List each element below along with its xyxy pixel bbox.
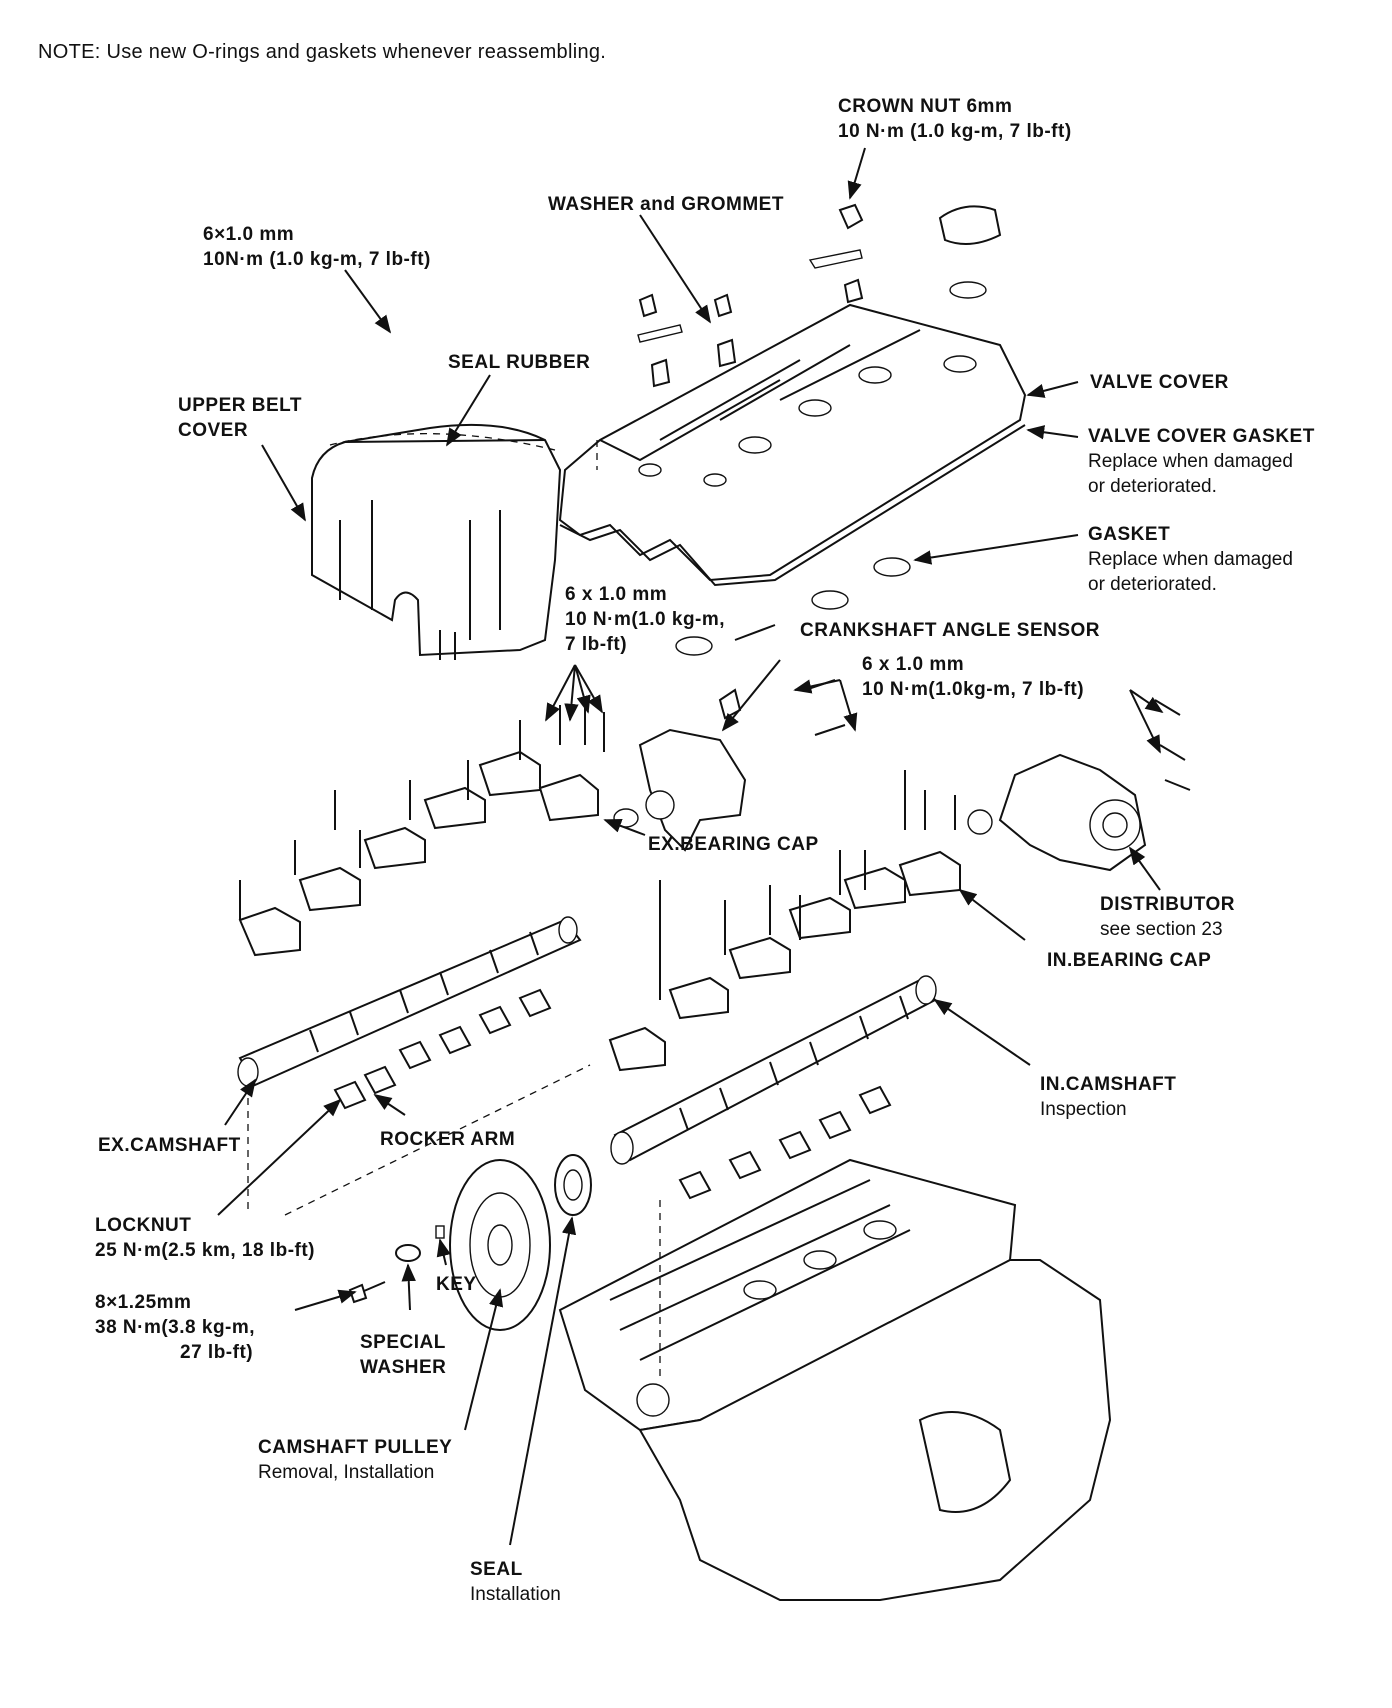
intake-camshaft-part: [610, 975, 937, 1165]
bolt-top-left-label: 6×1.0 mm 10N·m (1.0 kg-m, 7 lb-ft): [203, 222, 431, 272]
camshaft-pulley-part: [449, 1159, 551, 1331]
valve-cover-gasket-label: VALVE COVER GASKET Replace when damaged …: [1088, 424, 1315, 499]
upper-belt-cover-part: [311, 423, 562, 660]
crank-sensor-title: CRANKSHAFT ANGLE SENSOR: [800, 620, 1101, 641]
special-washer-line1: SPECIAL: [360, 1332, 446, 1353]
locknut-torque: 25 N·m(2.5 km, 18 lb-ft): [95, 1240, 315, 1261]
locknut-title: LOCKNUT: [95, 1215, 192, 1236]
key-label: KEY: [436, 1272, 477, 1297]
bearing-caps-part: [238, 750, 961, 1072]
pulley-bolt-label: 8×1.25mm 38 N·m(3.8 kg-m, 27 lb-ft): [95, 1290, 255, 1365]
upper-belt-cover-label: UPPER BELT COVER: [178, 393, 302, 443]
engine-block-part: [638, 1259, 1112, 1601]
valve-cover-part: [558, 303, 1027, 582]
crankshaft-angle-sensor-part: [638, 688, 747, 852]
crown-nut-torque: 10 N·m (1.0 kg-m, 7 lb-ft): [838, 121, 1072, 142]
gasket-label: GASKET Replace when damaged or deteriora…: [1088, 522, 1293, 597]
special-washer-part: [395, 1244, 421, 1262]
rocker-arms-part: [333, 988, 892, 1200]
distributor-note: see section 23: [1100, 919, 1223, 940]
bolt-mid-right-torque: 10 N·m(1.0kg-m, 7 lb-ft): [862, 679, 1085, 700]
in-bearing-cap-title: IN.BEARING CAP: [1047, 950, 1212, 971]
crown-nut-title: CROWN NUT 6mm: [838, 96, 1013, 117]
valve-cover-gasket-part: [559, 424, 1026, 587]
crown-nut-label: CROWN NUT 6mm 10 N·m (1.0 kg-m, 7 lb-ft): [838, 94, 1072, 144]
seal-part: [554, 1154, 592, 1216]
bearing-cap-bolts-part: [239, 624, 1191, 1000]
in-camshaft-note: Inspection: [1040, 1099, 1127, 1120]
ex-camshaft-label: EX.CAMSHAFT: [98, 1133, 241, 1158]
washer-grommet-label: WASHER and GROMMET: [548, 192, 784, 217]
seal-rubber-label: SEAL RUBBER: [448, 350, 590, 375]
bolt-mid-left-torque1: 10 N·m(1.0 kg-m,: [565, 609, 726, 630]
leader-arrows: [217, 147, 1164, 1546]
note-text: NOTE: Use new O-rings and gaskets whenev…: [38, 41, 607, 63]
pulley-bolt-size: 8×1.25mm: [95, 1292, 192, 1313]
crown-nut-washer-grommet-parts: [637, 203, 864, 388]
special-washer-line2: WASHER: [360, 1357, 447, 1378]
seal-label: SEAL Installation: [470, 1557, 561, 1607]
ex-bearing-cap-title: EX.BEARING CAP: [648, 834, 819, 855]
valve-cover-label: VALVE COVER: [1090, 370, 1229, 395]
seal-note: Installation: [470, 1584, 561, 1605]
in-bearing-cap-label: IN.BEARING CAP: [1047, 948, 1211, 973]
bolt-top-left-size: 6×1.0 mm: [203, 224, 295, 245]
camshaft-pulley-label: CAMSHAFT PULLEY Removal, Installation: [258, 1435, 452, 1485]
special-washer-label: SPECIAL WASHER: [360, 1330, 446, 1380]
rocker-arm-title: ROCKER ARM: [380, 1129, 516, 1150]
o-ring-gaskets-part: [613, 557, 993, 835]
in-camshaft-label: IN.CAMSHAFT Inspection: [1040, 1072, 1176, 1122]
bolt-mid-right-size: 6 x 1.0 mm: [862, 654, 965, 675]
bolt-mid-right-label: 6 x 1.0 mm 10 N·m(1.0kg-m, 7 lb-ft): [862, 652, 1084, 702]
valve-cover-gasket-note2: or deteriorated.: [1088, 476, 1217, 497]
upper-belt-cover-line2: COVER: [178, 420, 249, 441]
bolt-mid-left-size: 6 x 1.0 mm: [565, 584, 668, 605]
rocker-arm-label: ROCKER ARM: [380, 1127, 515, 1152]
in-camshaft-title: IN.CAMSHAFT: [1040, 1074, 1177, 1095]
distributor-label: DISTRIBUTOR see section 23: [1100, 892, 1235, 942]
gasket-note2: or deteriorated.: [1088, 574, 1217, 595]
alignment-dashes: [247, 440, 661, 1380]
key-part: [435, 1225, 445, 1239]
key-title: KEY: [436, 1274, 477, 1295]
washer-grommet-title: WASHER and GROMMET: [548, 194, 784, 215]
pulley-bolt-part: [348, 1281, 386, 1304]
gasket-title: GASKET: [1088, 524, 1171, 545]
seal-rubber-title: SEAL RUBBER: [448, 352, 591, 373]
locknut-label: LOCKNUT 25 N·m(2.5 km, 18 lb-ft): [95, 1213, 315, 1263]
bolt-mid-left-label: 6 x 1.0 mm 10 N·m(1.0 kg-m, 7 lb-ft): [565, 582, 725, 657]
distributor-title: DISTRIBUTOR: [1100, 894, 1235, 915]
oil-filler-cap-part: [938, 205, 1002, 299]
valve-cover-gasket-note1: Replace when damaged: [1088, 451, 1293, 472]
ex-bearing-cap-label: EX.BEARING CAP: [648, 832, 819, 857]
bolt-mid-left-torque2: 7 lb-ft): [565, 634, 628, 655]
valve-cover-gasket-title: VALVE COVER GASKET: [1088, 426, 1315, 447]
cylinder-head-part: [558, 1158, 1017, 1432]
ex-camshaft-title: EX.CAMSHAFT: [98, 1135, 241, 1156]
camshaft-pulley-title: CAMSHAFT PULLEY: [258, 1437, 453, 1458]
seal-title: SEAL: [470, 1559, 523, 1580]
bolt-top-left-torque: 10N·m (1.0 kg-m, 7 lb-ft): [203, 249, 431, 270]
gasket-note1: Replace when damaged: [1088, 549, 1293, 570]
distributor-part: [998, 753, 1147, 872]
pulley-bolt-torque1: 38 N·m(3.8 kg-m,: [95, 1317, 256, 1338]
pulley-bolt-torque2: 27 lb-ft): [180, 1342, 254, 1363]
camshaft-pulley-note: Removal, Installation: [258, 1462, 435, 1483]
crank-sensor-label: CRANKSHAFT ANGLE SENSOR: [800, 618, 1100, 643]
valve-cover-title: VALVE COVER: [1090, 372, 1229, 393]
upper-belt-cover-line1: UPPER BELT: [178, 395, 302, 416]
